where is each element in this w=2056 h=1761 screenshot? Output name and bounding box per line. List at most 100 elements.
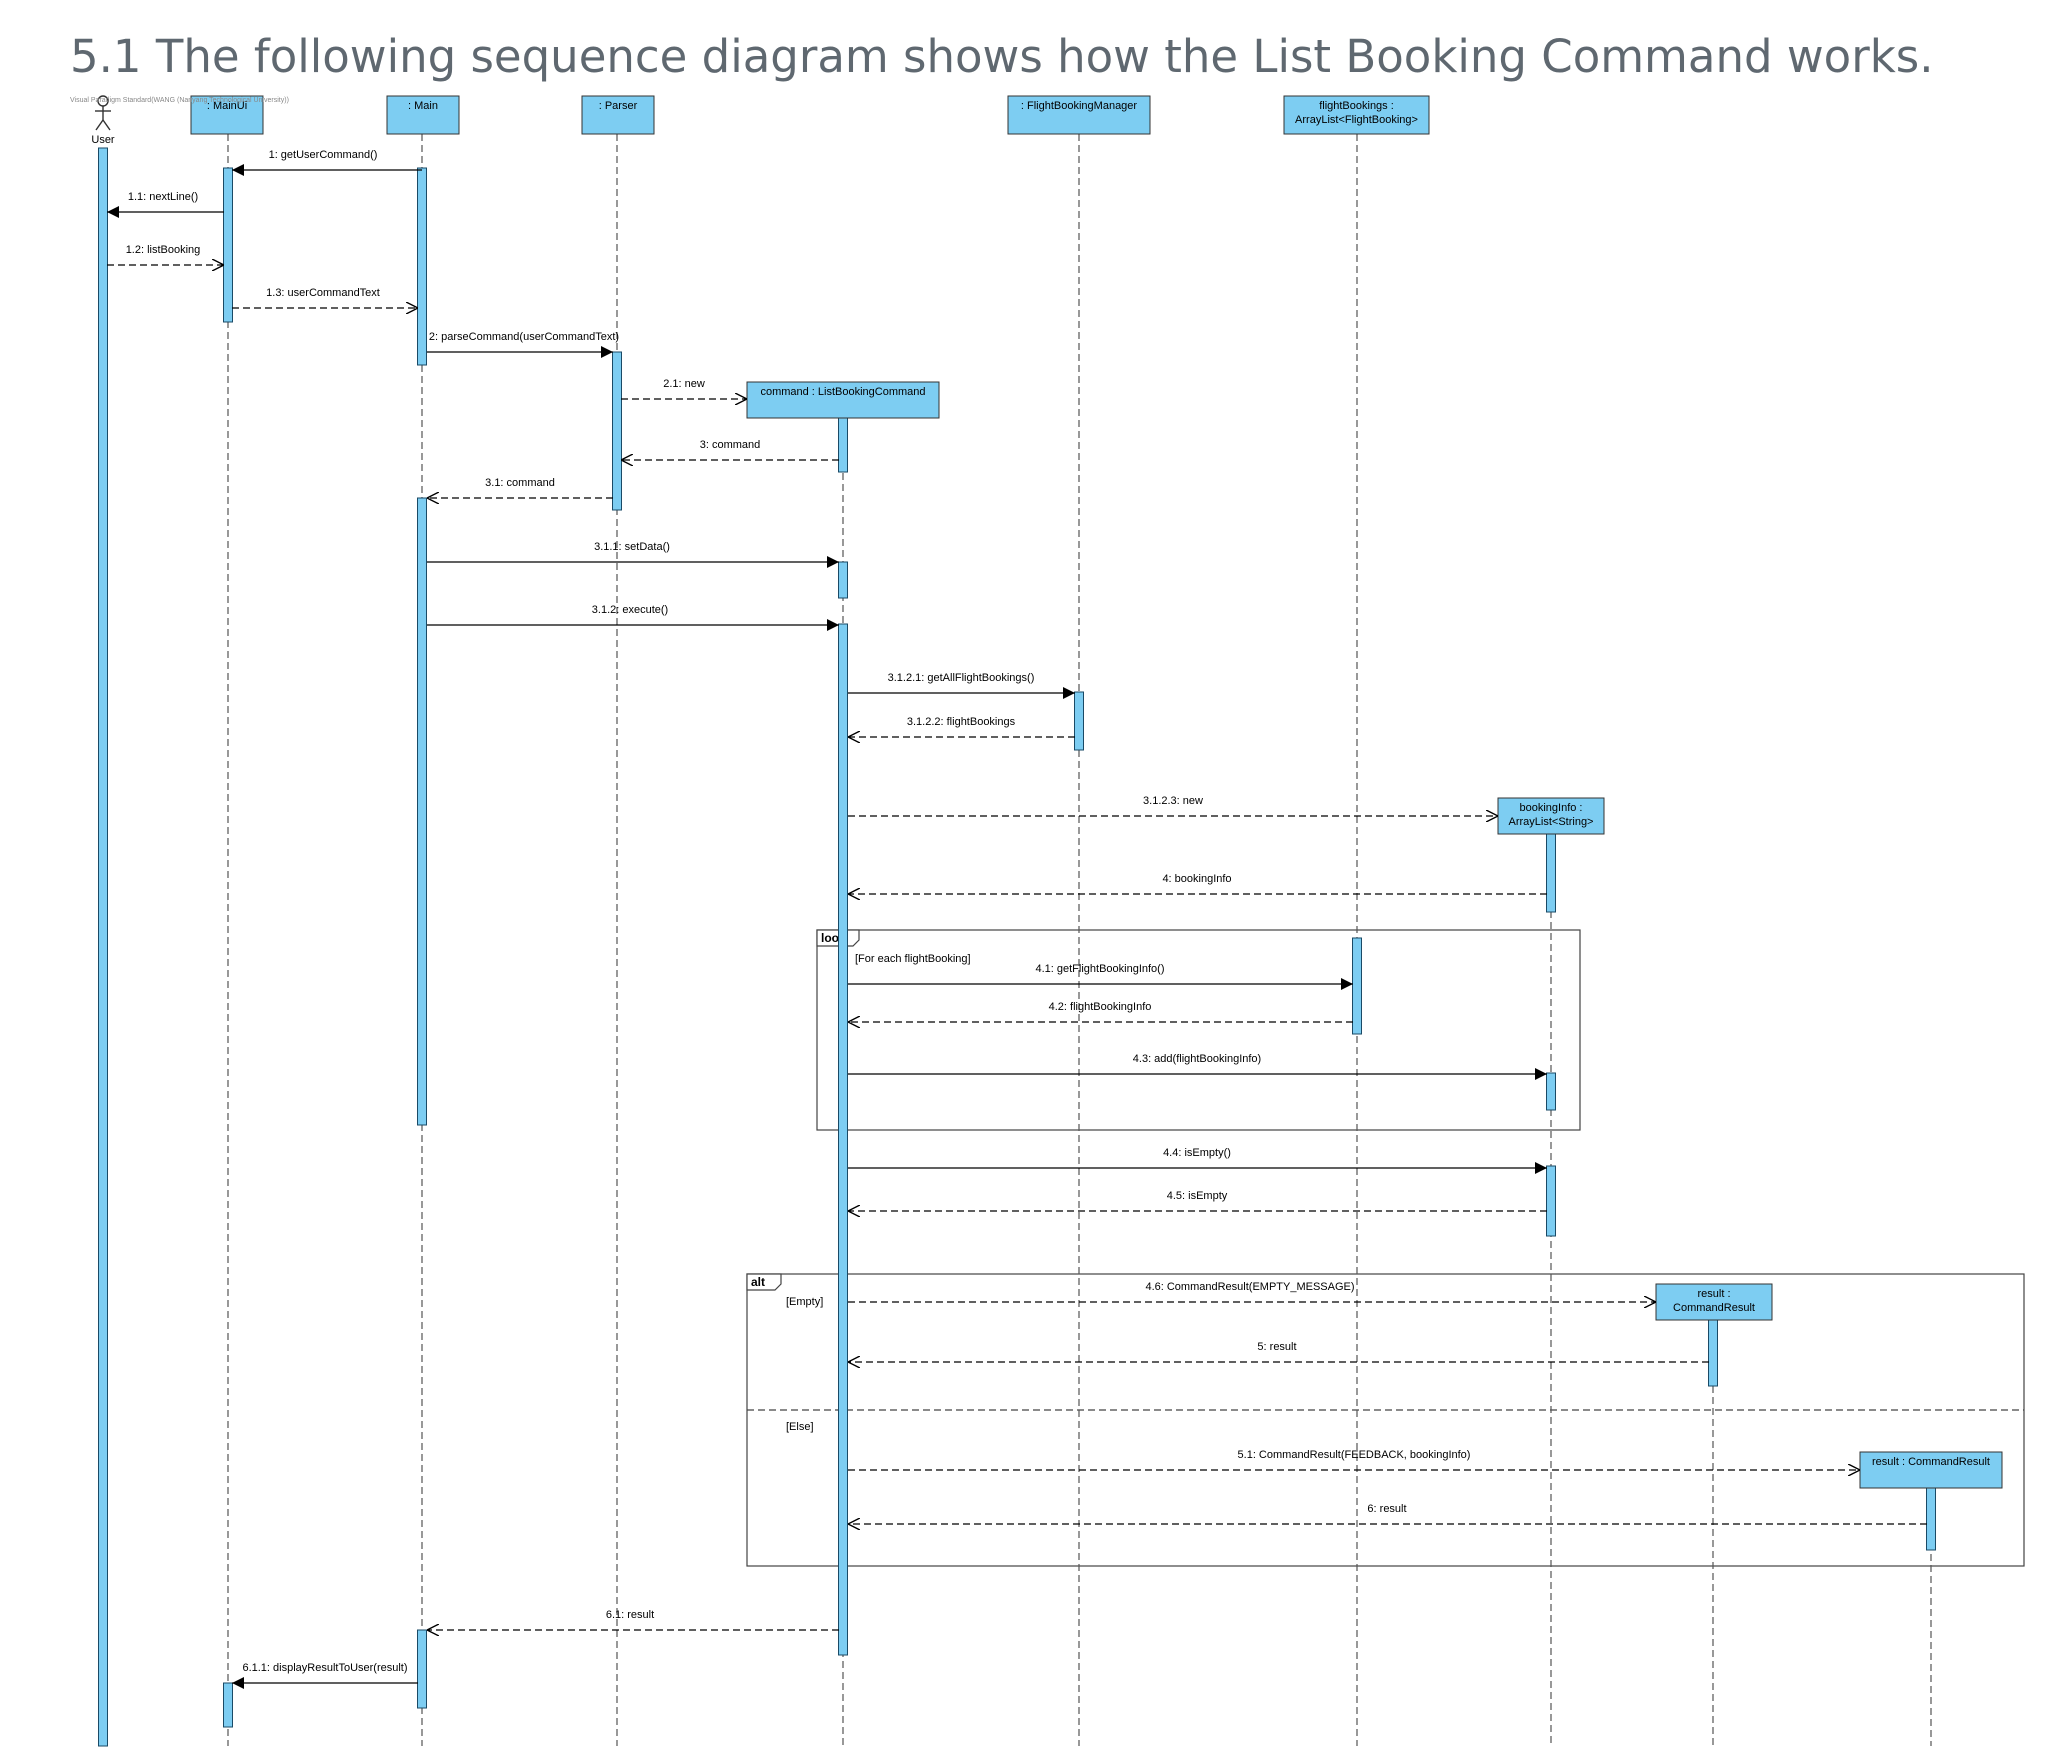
lifeline-label-parser: : Parser — [599, 100, 638, 112]
activation-mainui — [223, 167, 233, 323]
lifeline-head-result2: result : CommandResult — [1859, 1451, 2003, 1489]
message-m4-3: 4.3: add(flightBookingInfo) — [848, 1053, 1547, 1080]
message-m6-1-1: 6.1.1: displayResultToUser(result) — [232, 1662, 418, 1689]
activation-parser — [612, 351, 622, 511]
lifeline-label-result2: result : CommandResult — [1872, 1456, 1990, 1468]
message-label: 4.4: isEmpty() — [1163, 1147, 1231, 1159]
message-m3-1-2-2: 3.1.2.2: flightBookings — [848, 716, 1075, 737]
activation-bookinginfo — [1546, 1165, 1556, 1237]
lifeline-label-command: command : ListBookingCommand — [760, 386, 925, 398]
activation-result1 — [1708, 1319, 1718, 1387]
lifeline-box-fb — [1283, 95, 1430, 135]
lifeline-head-fbm: : FlightBookingManager — [1007, 95, 1151, 135]
message-label: 3.1.2.1: getAllFlightBookings() — [888, 672, 1035, 684]
message-label: 2.1: new — [663, 378, 705, 390]
lifeline-box-mainui — [190, 95, 264, 135]
message-label: 3.1: command — [485, 477, 555, 489]
activation-user — [98, 147, 108, 1747]
message-m6: 6: result — [848, 1503, 1927, 1524]
message-label: 1: getUserCommand() — [269, 149, 378, 161]
activation-fbm — [1074, 691, 1084, 751]
message-label: 6: result — [1367, 1503, 1406, 1515]
lifeline-head-bookinginfo: bookingInfo : ArrayList<String> — [1497, 797, 1605, 835]
message-m1-2: 1.2: listBooking — [107, 244, 224, 265]
actor-user: User — [91, 95, 115, 146]
lifeline-label-result1: CommandResult — [1673, 1302, 1755, 1314]
activation-main — [417, 1629, 427, 1709]
lifeline-box-bookinginfo — [1497, 797, 1605, 835]
message-m6-1: 6.1: result — [427, 1609, 839, 1630]
lifeline-head-parser: : Parser — [581, 95, 655, 135]
message-m4-6: 4.6: CommandResult(EMPTY_MESSAGE) — [848, 1281, 1656, 1302]
lifeline-label-bookinginfo: bookingInfo : — [1520, 802, 1583, 814]
page-heading: 5.1 The following sequence diagram shows… — [70, 30, 1934, 83]
activation-bookinginfo — [1546, 1072, 1556, 1111]
message-m4-2: 4.2: flightBookingInfo — [848, 1001, 1353, 1022]
message-label: 3.1.2: execute() — [592, 604, 668, 616]
lifeline-head-mainui: : MainUi — [190, 95, 264, 135]
message-label: 1.3: userCommandText — [266, 287, 380, 299]
message-m2: 2: parseCommand(userCommandText) — [427, 331, 619, 358]
message-label: 4.2: flightBookingInfo — [1049, 1001, 1152, 1013]
message-label: 1.1: nextLine() — [128, 191, 198, 203]
message-m4-5: 4.5: isEmpty — [848, 1190, 1547, 1211]
message-m4-4: 4.4: isEmpty() — [848, 1147, 1547, 1174]
alt-guard-1: [Empty] — [786, 1296, 823, 1308]
lifeline-box-parser — [581, 95, 655, 135]
lifeline-label-fb: ArrayList<FlightBooking> — [1295, 114, 1418, 126]
message-label: 4: bookingInfo — [1162, 873, 1231, 885]
message-m3: 3: command — [621, 439, 839, 460]
message-m2-1: 2.1: new — [621, 378, 747, 399]
message-m3-1-2: 3.1.2: execute() — [427, 604, 839, 631]
message-label: 2: parseCommand(userCommandText) — [429, 331, 619, 343]
message-label: 3.1.2.2: flightBookings — [907, 716, 1016, 728]
lifeline-label-fbm: : FlightBookingManager — [1021, 100, 1138, 112]
alt-fragment: alt[Empty][Else] — [746, 1273, 2025, 1567]
message-label: 1.2: listBooking — [126, 244, 201, 256]
watermark-text: Visual Paradigm Standard(WANG (Nanyang T… — [70, 97, 289, 104]
message-m3-1-2-1: 3.1.2.1: getAllFlightBookings() — [848, 672, 1075, 699]
activation-main — [417, 497, 427, 1126]
activation-fb — [1352, 937, 1362, 1035]
message-label: 6.1.1: displayResultToUser(result) — [242, 1662, 407, 1674]
lifeline-label-mainui: : MainUi — [207, 100, 247, 112]
message-label: 5.1: CommandResult(FEEDBACK, bookingInfo… — [1238, 1449, 1471, 1461]
loop-fragment: loop[For each flightBooking] — [816, 929, 1581, 1131]
activation-command — [838, 417, 848, 473]
message-m3-1-1: 3.1.1: setData() — [427, 541, 839, 568]
actor-leg-left — [95, 119, 104, 131]
lifeline-box-result1 — [1655, 1283, 1773, 1321]
message-m3-1: 3.1: command — [427, 477, 613, 498]
lifeline-box-fbm — [1007, 95, 1151, 135]
loop-guard-1: [For each flightBooking] — [855, 953, 971, 965]
message-m3-1-2-3: 3.1.2.3: new — [848, 795, 1498, 816]
message-label: 4.3: add(flightBookingInfo) — [1133, 1053, 1261, 1065]
activation-mainui — [223, 1682, 233, 1728]
lifeline-box-command — [746, 381, 940, 419]
lifeline-label-result1: result : — [1697, 1288, 1730, 1300]
message-m1-3: 1.3: userCommandText — [232, 287, 418, 308]
lifeline-box-main — [386, 95, 460, 135]
message-label: 5: result — [1257, 1341, 1296, 1353]
lifeline-label-main: : Main — [408, 100, 438, 112]
activation-main — [417, 167, 427, 366]
activation-command — [838, 623, 848, 1656]
message-m1-1: 1.1: nextLine() — [107, 191, 224, 218]
message-label: 4.6: CommandResult(EMPTY_MESSAGE) — [1145, 1281, 1354, 1293]
message-m5-1: 5.1: CommandResult(FEEDBACK, bookingInfo… — [848, 1449, 1860, 1470]
message-label: 3.1.2.3: new — [1143, 795, 1203, 807]
alt-operator-tab — [746, 1273, 782, 1291]
message-m4: 4: bookingInfo — [848, 873, 1547, 894]
message-label: 3: command — [700, 439, 761, 451]
message-m4-1: 4.1: getFlightBookingInfo() — [848, 963, 1353, 990]
message-label: 4.1: getFlightBookingInfo() — [1035, 963, 1164, 975]
actor-label: User — [91, 134, 115, 146]
alt-frame — [746, 1273, 2025, 1567]
lifeline-label-bookinginfo: ArrayList<String> — [1509, 816, 1594, 828]
activation-command — [838, 561, 848, 599]
lifeline-head-command: command : ListBookingCommand — [746, 381, 940, 419]
activation-bookinginfo — [1546, 833, 1556, 913]
message-label: 6.1: result — [606, 1609, 654, 1621]
